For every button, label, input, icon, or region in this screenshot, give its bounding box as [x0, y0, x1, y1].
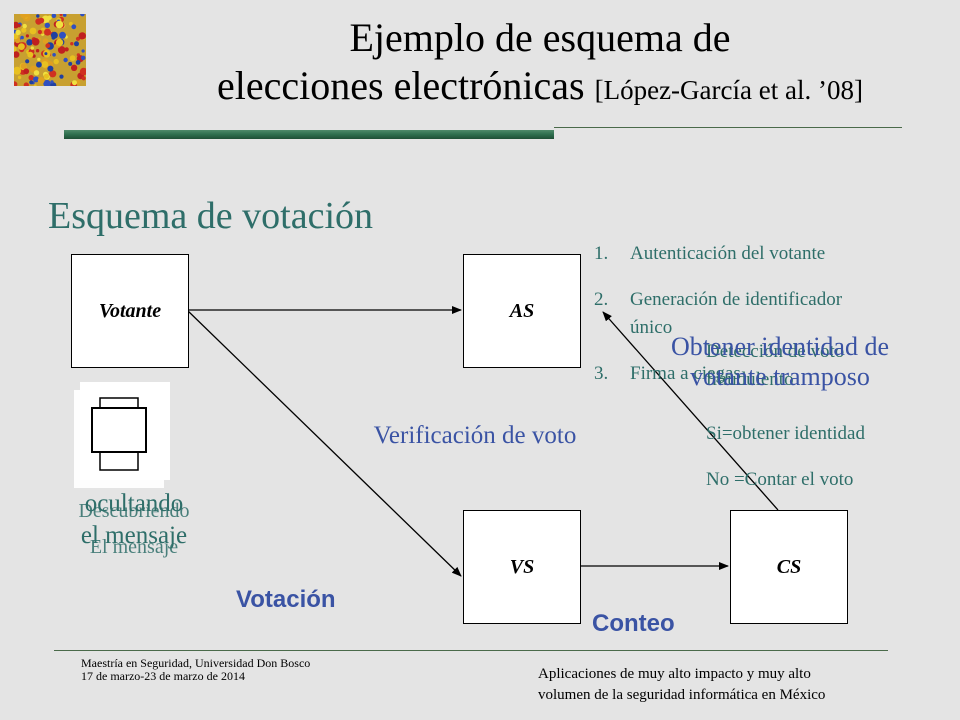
ocultando-label: ocultando el mensaje: [80, 490, 188, 549]
title-line-2: elecciones electrónicas [López-García et…: [120, 62, 960, 114]
no-label: No =Contar el voto: [706, 469, 854, 490]
section-title: Esquema de votación: [48, 195, 374, 237]
footer-right: Aplicaciones de muy alto impacto y muy a…: [538, 666, 826, 703]
as-steps-list: 1.Autenticación del votante 2.Generación…: [594, 240, 874, 406]
box-vs: VS: [463, 510, 581, 624]
step-item: 1.Autenticación del votante: [594, 243, 826, 264]
step-item: 3.Firma a ciegas: [594, 363, 741, 384]
slide-title: Ejemplo de esquema de elecciones electró…: [120, 14, 960, 114]
title-underline-thin: [554, 127, 902, 128]
descubriendo-label: Descubriendo El mensaje: [78, 500, 190, 558]
title-citation: [López-García et al. ’08]: [594, 75, 863, 105]
box-cs: CS: [730, 510, 848, 624]
box-votante: Votante: [71, 254, 189, 368]
title-line-1: Ejemplo de esquema de: [349, 15, 731, 60]
obtener-identidad-label: Obtener identidad de votante tramposo: [670, 332, 890, 391]
title-underline-bar: [64, 130, 554, 139]
molecule-mosaic-logo: [14, 14, 86, 86]
footer-left: Maestría en Seguridad, Universidad Don B…: [81, 656, 311, 683]
conteo-label: Conteo: [592, 610, 675, 637]
step-item: 2.Generación de identificador único: [594, 289, 843, 338]
footer-divider: [54, 650, 888, 651]
title-main-text: elecciones electrónicas: [217, 63, 585, 108]
box-as: AS: [463, 254, 581, 368]
si-label: Si=obtener identidad: [706, 423, 865, 444]
votacion-label: Votación: [236, 586, 336, 613]
verificacion-label: Verificación de voto: [373, 422, 577, 449]
envelope-icon: [74, 382, 170, 488]
deteccion-label: Detección de voto fraudulento Si=obtener…: [706, 338, 906, 490]
